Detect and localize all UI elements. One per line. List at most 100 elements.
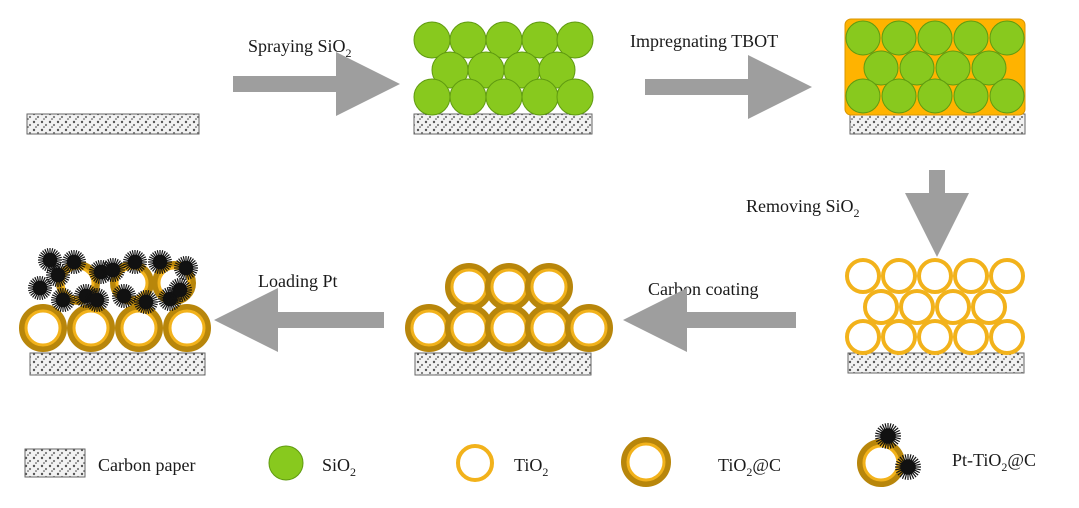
pt-core [172,282,188,298]
tio2c-shell [485,263,533,311]
tio2-layer [490,309,528,347]
tio2-layer [490,268,528,306]
pt-particle [101,258,125,282]
tio2-layer [530,268,568,306]
tio2-layer [450,309,488,347]
pt-spikes [101,258,125,282]
sio2-sphere [485,78,523,116]
pt-spikes [174,256,198,280]
tio2-shell [989,258,1025,294]
sio2-sphere [556,78,594,116]
pt-core [66,254,82,270]
step-label-removing: Removing SiO2 [746,196,860,220]
carbon-layer [163,304,211,352]
tio2-layer [450,268,488,306]
step-label-carbon-coating: Carbon coating [648,279,758,299]
legend-tio2-swatch [456,444,494,482]
sio2-sphere [989,20,1025,56]
legend-pt-particle-right [895,454,921,480]
tio2-shell [953,319,989,355]
carbon-paper-stage-4 [847,352,1025,374]
pt-particle [38,248,62,272]
carbon-layer [565,304,613,352]
legend-tio2-label: TiO2 [514,455,548,479]
sio2-sphere [538,51,576,89]
pt-spikes [46,263,70,287]
pt-spikes [148,250,172,274]
step-label-loading-pt: Loading Pt [258,271,338,291]
carbon-layer [621,437,671,487]
sio2-sphere [989,78,1025,114]
tio2-layer [626,442,666,482]
sio2-sphere [556,21,594,59]
pt-core [900,459,916,475]
sio2-sphere [449,78,487,116]
sio2-sphere [881,20,917,56]
pt-particle [28,276,52,300]
sio2-sphere [863,50,899,86]
legend-pt-particle-top [875,423,901,449]
sio2-sphere [971,50,1007,86]
tio2-shell [863,289,899,325]
pt-spikes [168,278,192,302]
step-label-impregnating: Impregnating TBOT [630,31,778,51]
legend-tio2c-label: TiO2@C [718,455,781,479]
legend-sio2-swatch [268,445,304,481]
tio2-layer [24,309,62,347]
legend-carbon-paper-label: Carbon paper [98,455,195,475]
tio2c-shell [445,304,493,352]
pt-core [152,254,168,270]
tio2c-shell [445,263,493,311]
tio2c-shell [525,263,573,311]
tio2-layer [410,309,448,347]
sio2-sphere [845,20,881,56]
tio2c-shell [525,304,573,352]
pt-core [116,288,132,304]
pt-particle [62,250,86,274]
tio2c-shell [67,304,115,352]
pt-core [89,292,105,308]
tio2-layer [570,309,608,347]
tio2-shell [881,258,917,294]
sio2-sphere [413,78,451,116]
legend-pt-tio2c-label: Pt-TiO2@C [952,450,1036,474]
pt-core [127,254,143,270]
tio2-shell [917,319,953,355]
pt-spikes [51,288,75,312]
carbon-paper-stage-6 [29,352,206,376]
tio2c-shell [163,304,211,352]
legend-sio2-label: SiO2 [322,455,356,479]
tio2-layer [862,444,900,482]
pt-particle [46,263,70,287]
pt-particle [174,256,198,280]
pt-spikes [85,288,109,312]
pt-spikes [38,248,62,272]
pt-core [42,252,58,268]
pt-particle [112,284,136,308]
sio2-sphere [845,78,881,114]
legend-carbon-paper-swatch [24,448,86,478]
pt-spikes [123,250,147,274]
pt-spikes [134,290,158,314]
pt-particle [123,250,147,274]
tio2-shell [917,258,953,294]
pt-core [32,280,48,296]
legend-tio2c-swatch [621,437,671,487]
tio2-layer [72,309,110,347]
pt-spikes [28,276,52,300]
sio2-sphere [521,78,559,116]
sio2-sphere [917,78,953,114]
carbon-paper-stage-2 [413,113,593,135]
sio2-sphere [881,78,917,114]
tio2-layer [530,309,568,347]
pt-core [105,262,121,278]
tio2-shell [953,258,989,294]
carbon-layer [19,304,67,352]
tio2c-shell [565,304,613,352]
pt-core [138,294,154,310]
pt-particle [51,288,75,312]
pt-core [880,428,896,444]
pt-particle [168,278,192,302]
pt-core [178,260,194,276]
tio2-shell [989,319,1025,355]
